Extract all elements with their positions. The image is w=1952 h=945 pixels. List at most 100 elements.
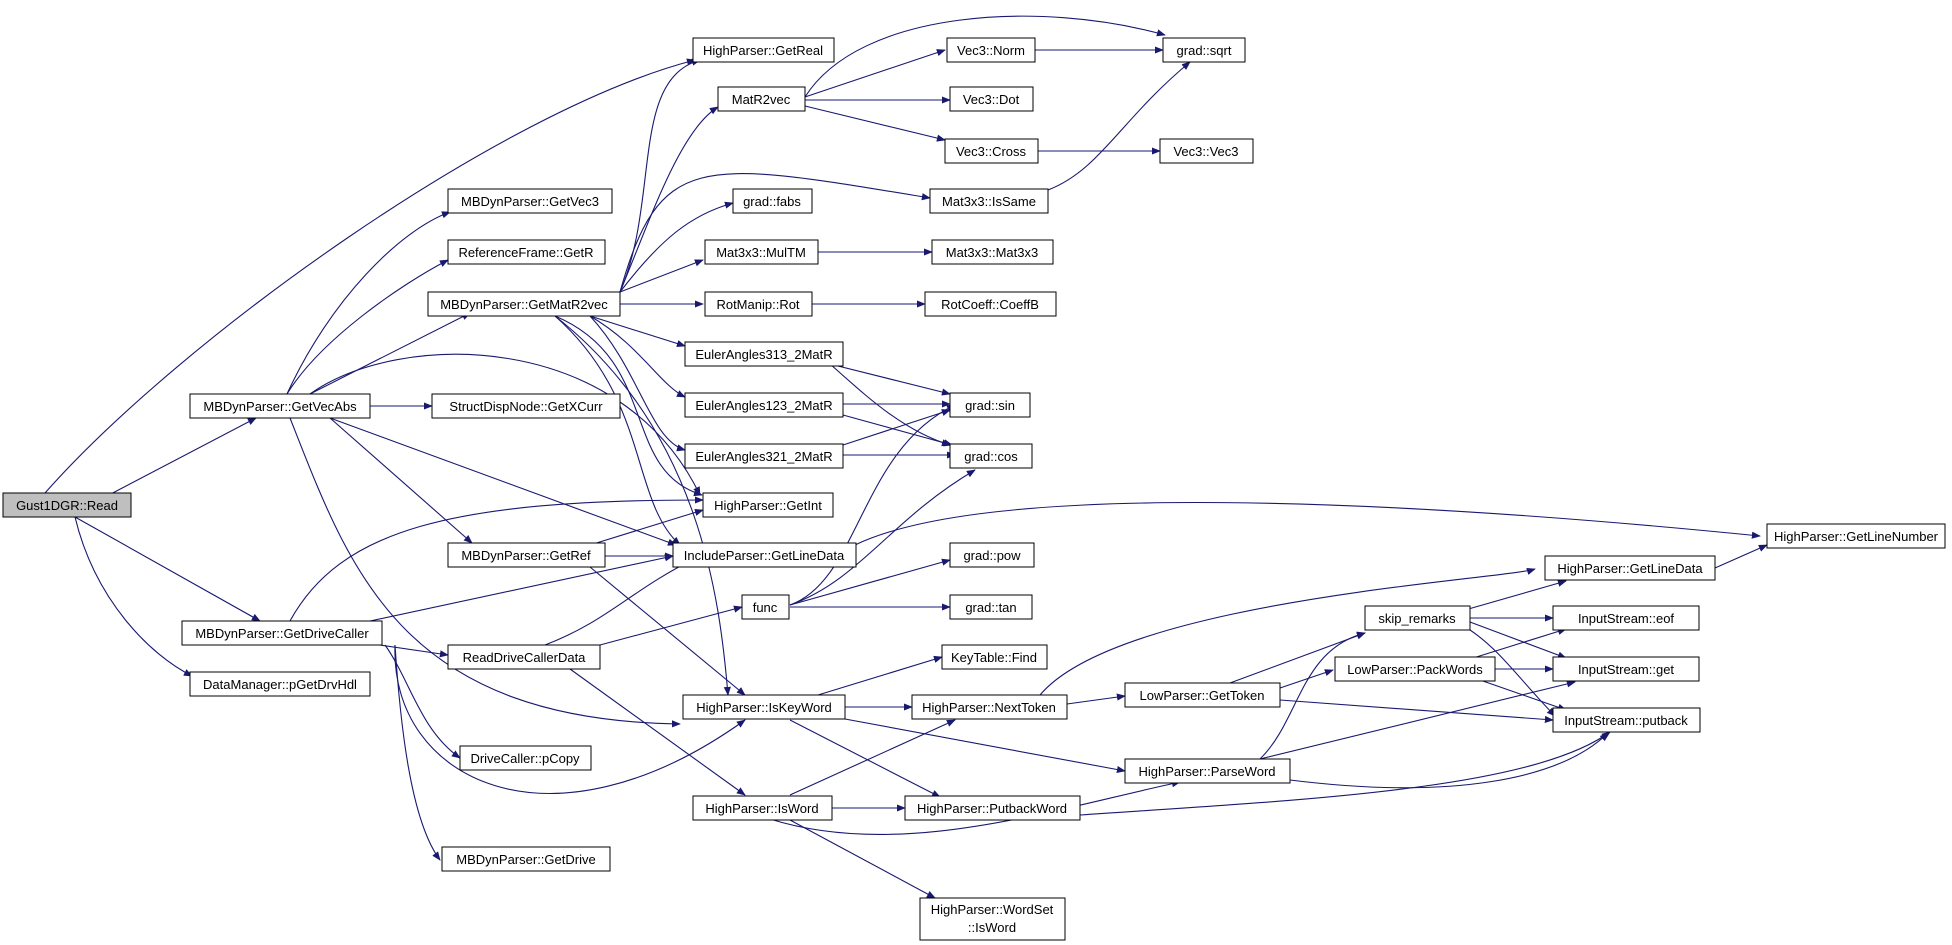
node-mat3x3-issame[interactable]: Mat3x3::IsSame [929, 188, 1049, 214]
node-highparser-wordset-isword[interactable]: HighParser::WordSet ::IsWord [919, 897, 1066, 941]
node-gust1dgr-read[interactable]: Gust1DGR::Read [2, 492, 132, 518]
node-mbdynparser-getmatr2vec[interactable]: MBDynParser::GetMatR2vec [427, 291, 621, 317]
node-grad-sqrt[interactable]: grad::sqrt [1162, 37, 1246, 63]
edge-gettoken-packwords [1279, 669, 1334, 689]
svg-text:InputStream::eof: InputStream::eof [1578, 611, 1674, 626]
edge-isword-wordset [789, 819, 936, 899]
node-referenceframe-getr[interactable]: ReferenceFrame::GetR [447, 239, 606, 265]
node-keytable-find[interactable]: KeyTable::Find [941, 644, 1048, 670]
svg-text:HighParser::IsWord: HighParser::IsWord [705, 801, 818, 816]
node-grad-cos[interactable]: grad::cos [949, 443, 1033, 469]
edge-euler321-sin [842, 409, 951, 446]
edge-nexttoken-gettoken [1066, 693, 1126, 705]
node-grad-sin[interactable]: grad::sin [949, 392, 1031, 418]
node-drivecaller-pcopy[interactable]: DriveCaller::pCopy [459, 745, 592, 771]
node-vec3-cross[interactable]: Vec3::Cross [944, 138, 1039, 164]
edge-packwords-putback [1479, 679, 1567, 711]
node-matr2vec[interactable]: MatR2vec [717, 86, 806, 112]
edge-read-getdrivecaller [74, 516, 261, 622]
node-vec3-norm[interactable]: Vec3::Norm [946, 37, 1036, 63]
node-grad-fabs[interactable]: grad::fabs [732, 188, 813, 214]
node-highparser-getreal[interactable]: HighParser::GetReal [692, 37, 835, 63]
node-mat3x3-multm[interactable]: Mat3x3::MulTM [704, 239, 819, 265]
edge-iskeyword-putbackword [789, 719, 941, 798]
svg-text:Vec3::Cross: Vec3::Cross [956, 144, 1027, 159]
node-mbdynparser-getvecabs[interactable]: MBDynParser::GetVecAbs [189, 393, 371, 419]
svg-text:HighParser::GetInt: HighParser::GetInt [714, 498, 822, 513]
node-grad-pow[interactable]: grad::pow [949, 542, 1035, 568]
node-rotmanip-rot[interactable]: RotManip::Rot [704, 291, 813, 317]
svg-text:MBDynParser::GetMatR2vec: MBDynParser::GetMatR2vec [440, 297, 608, 312]
svg-text:EulerAngles313_2MatR: EulerAngles313_2MatR [695, 347, 832, 362]
svg-text:MBDynParser::GetVecAbs: MBDynParser::GetVecAbs [203, 399, 357, 414]
svg-text:RotManip::Rot: RotManip::Rot [716, 297, 799, 312]
node-vec3-vec3[interactable]: Vec3::Vec3 [1159, 138, 1254, 164]
node-highparser-iskeyword[interactable]: HighParser::IsKeyWord [682, 694, 846, 720]
svg-text:MBDynParser::GetDrive: MBDynParser::GetDrive [456, 852, 595, 867]
edge-euler313-cos [829, 363, 951, 447]
edge-isword-nexttoken [789, 719, 956, 796]
svg-text:LowParser::GetToken: LowParser::GetToken [1139, 688, 1264, 703]
svg-text:ReferenceFrame::GetR: ReferenceFrame::GetR [458, 245, 593, 260]
node-datamanager-pgetdrvhdl[interactable]: DataManager::pGetDrvHdl [189, 671, 371, 697]
node-inputstream-get[interactable]: InputStream::get [1552, 656, 1700, 682]
svg-text:Mat3x3::MulTM: Mat3x3::MulTM [716, 245, 806, 260]
node-rotcoeff-coeffb[interactable]: RotCoeff::CoeffB [924, 291, 1057, 317]
edge-read-getvecabs [104, 417, 257, 498]
node-highparser-getlinedata[interactable]: HighParser::GetLineData [1544, 555, 1716, 581]
node-mbdynparser-getdrive[interactable]: MBDynParser::GetDrive [441, 846, 611, 872]
node-highparser-parseword[interactable]: HighParser::ParseWord [1124, 758, 1291, 784]
svg-text:HighParser::IsKeyWord: HighParser::IsKeyWord [696, 700, 832, 715]
edge-iskeyword-parseword [844, 718, 1126, 774]
edge-gettoken-skip-remarks [1229, 632, 1366, 684]
node-lowparser-packwords[interactable]: LowParser::PackWords [1334, 656, 1496, 682]
edge-matr2vec-cross [804, 105, 946, 142]
node-mbdynparser-getvec3[interactable]: MBDynParser::GetVec3 [447, 188, 613, 214]
svg-text:grad::tan: grad::tan [965, 600, 1016, 615]
svg-text:HighParser::PutbackWord: HighParser::PutbackWord [917, 801, 1067, 816]
node-mat3x3-mat3x3[interactable]: Mat3x3::Mat3x3 [931, 239, 1054, 265]
edge-getmatr2vec-euler123 [589, 315, 686, 398]
edge-euler123-cos [842, 414, 953, 447]
node-eulerangles123-2matr[interactable]: EulerAngles123_2MatR [684, 392, 844, 418]
node-structdispnode-getxcurr[interactable]: StructDispNode::GetXCurr [431, 393, 621, 419]
svg-text:EulerAngles321_2MatR: EulerAngles321_2MatR [695, 449, 832, 464]
edge-getmatr2vec-getint [554, 315, 703, 497]
node-inputstream-eof[interactable]: InputStream::eof [1552, 605, 1700, 631]
edge-getref-getint [589, 508, 704, 546]
node-readdrivecallerdata[interactable]: ReadDriveCallerData [447, 644, 601, 670]
node-mbdynparser-getdrivecaller[interactable]: MBDynParser::GetDriveCaller [181, 620, 383, 646]
node-mbdynparser-getref[interactable]: MBDynParser::GetRef [447, 542, 606, 568]
node-skip-remarks[interactable]: skip_remarks [1364, 605, 1471, 631]
edge-read-getreal [44, 58, 696, 494]
edge-getvecabs-getref [329, 417, 473, 544]
node-lowparser-gettoken[interactable]: LowParser::GetToken [1124, 682, 1281, 708]
edge-func-pow [789, 558, 951, 606]
svg-text:HighParser::GetLineData: HighParser::GetLineData [1557, 561, 1703, 576]
edge-nexttoken-getlinedata [1039, 567, 1536, 696]
node-highparser-getint[interactable]: HighParser::GetInt [702, 492, 834, 518]
svg-text:grad::sin: grad::sin [965, 398, 1015, 413]
node-highparser-nexttoken[interactable]: HighParser::NextToken [911, 694, 1068, 720]
edge-euler313-sin [829, 363, 951, 396]
node-eulerangles321-2matr[interactable]: EulerAngles321_2MatR [684, 443, 844, 469]
node-includeparser-getlinedata[interactable]: IncludeParser::GetLineData [672, 542, 857, 568]
node-highparser-isword[interactable]: HighParser::IsWord [692, 795, 833, 821]
node-highparser-putbackword[interactable]: HighParser::PutbackWord [904, 795, 1081, 821]
node-inputstream-putback[interactable]: InputStream::putback [1552, 707, 1701, 733]
node-grad-tan[interactable]: grad::tan [949, 594, 1033, 620]
svg-text:HighParser::ParseWord: HighParser::ParseWord [1138, 764, 1275, 779]
svg-text:RotCoeff::CoeffB: RotCoeff::CoeffB [941, 297, 1039, 312]
edges [44, 15, 1768, 899]
svg-text:DriveCaller::pCopy: DriveCaller::pCopy [470, 751, 580, 766]
node-func[interactable]: func [741, 594, 790, 620]
edge-parseword-get [1259, 680, 1576, 760]
node-vec3-dot[interactable]: Vec3::Dot [949, 86, 1034, 112]
node-eulerangles313-2matr[interactable]: EulerAngles313_2MatR [684, 341, 844, 367]
svg-text:MBDynParser::GetRef: MBDynParser::GetRef [461, 548, 591, 563]
node-highparser-getlinenumber[interactable]: HighParser::GetLineNumber [1766, 523, 1946, 549]
edge-getmatr2vec-fabs [619, 201, 734, 293]
edge-getdrivecaller-iskeyword [394, 644, 746, 794]
svg-text:HighParser::NextToken: HighParser::NextToken [922, 700, 1056, 715]
svg-text:::IsWord: ::IsWord [968, 920, 1016, 935]
